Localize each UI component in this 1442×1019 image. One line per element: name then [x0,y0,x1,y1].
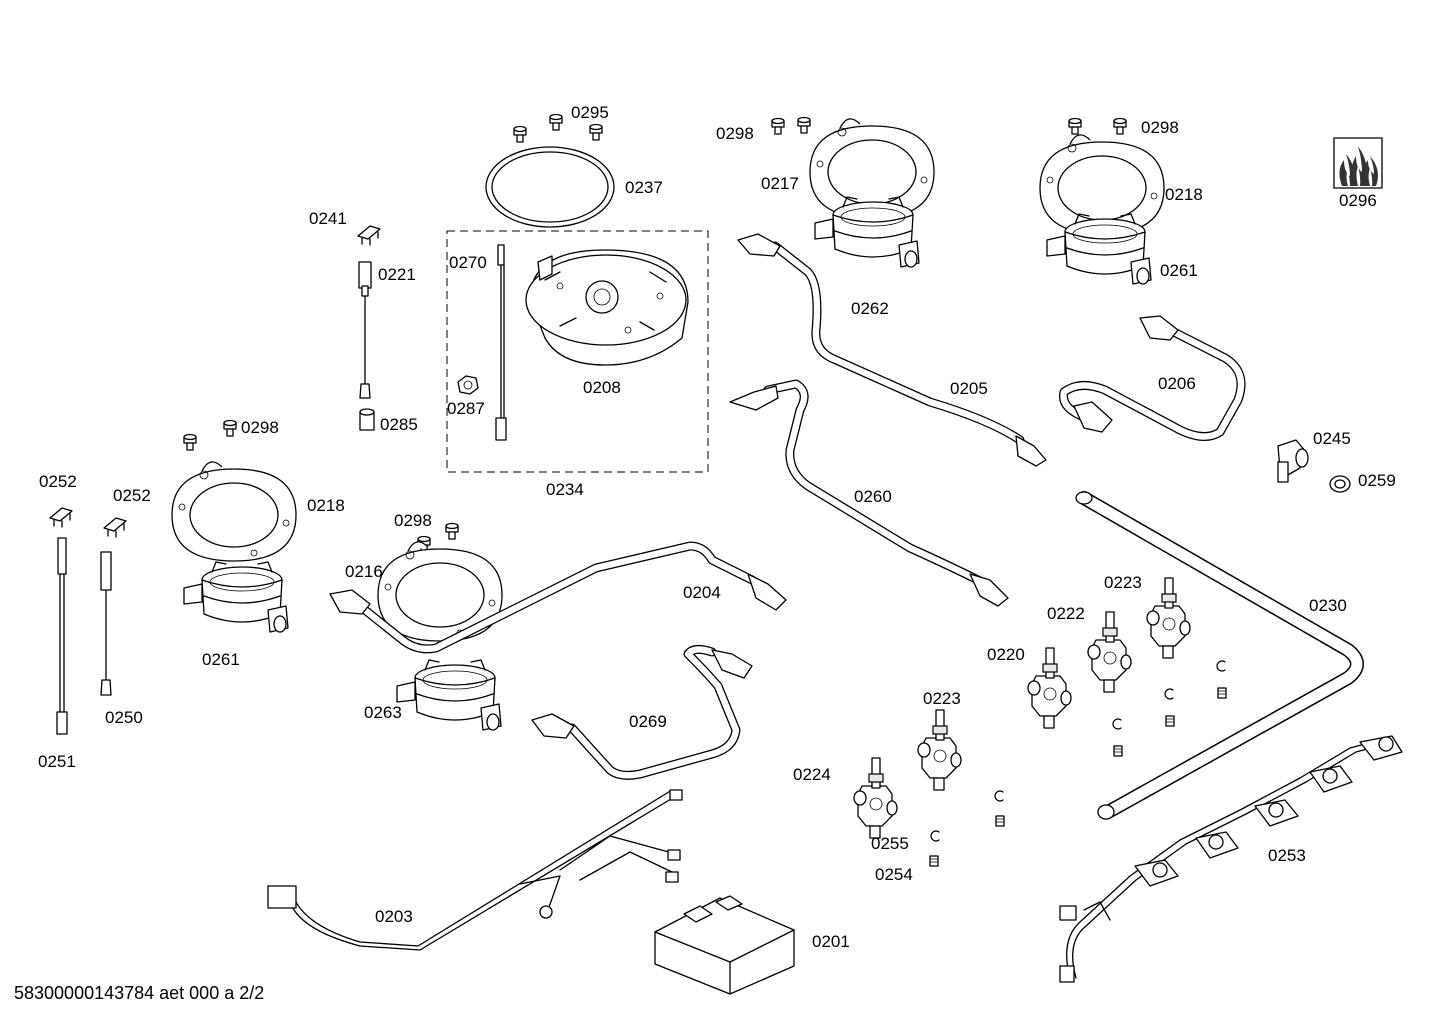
elbow-fitting-0245 [1277,439,1309,483]
label-0221: 0221 [378,265,416,284]
spring-0254 [929,855,939,867]
burner-base-0208 [525,249,689,366]
label-0203: 0203 [375,907,413,926]
wiring-harness-0203 [267,789,683,951]
screw-0295-b [549,113,563,131]
label-0254: 0254 [875,865,913,884]
label-0222: 0222 [1047,604,1085,623]
label-0270: 0270 [449,253,487,272]
ignition-electrode-0250 [100,551,112,696]
label-0218-left: 0218 [307,496,345,515]
label-0298-top-right: 0298 [1141,118,1179,137]
label-0208: 0208 [583,378,621,397]
label-0204: 0204 [683,583,721,602]
label-0216: 0216 [345,562,383,581]
gas-valve-0223-lower [917,709,962,791]
clip-0241 [357,225,381,246]
label-0217: 0217 [761,174,799,193]
label-0201: 0201 [812,932,850,951]
gas-valve-0224 [853,757,898,839]
burner-cup-0261-left [183,561,289,633]
label-0245: 0245 [1313,429,1351,448]
circlip-b [1164,688,1174,700]
label-0220: 0220 [987,645,1025,664]
gas-pipe-0204 [329,541,787,654]
label-0223-upper: 0223 [1104,573,1142,592]
washer-0259 [1329,475,1351,493]
circlip-c [1112,718,1122,730]
spring-a [1217,687,1227,699]
label-0287: 0287 [447,399,485,418]
label-0218-right: 0218 [1165,185,1203,204]
label-0205: 0205 [950,379,988,398]
gas-valve-0223-upper [1146,577,1191,659]
label-0263: 0263 [364,703,402,722]
thermocouple-0270 [495,244,507,441]
screw-0298-a [771,117,785,135]
label-0261-right: 0261 [1160,261,1198,280]
screw-0298-b [797,116,811,134]
screw-0298-f [223,419,237,437]
label-0223-lower: 0223 [923,689,961,708]
label-0206: 0206 [1158,374,1196,393]
label-0295: 0295 [571,103,609,122]
label-0253: 0253 [1268,846,1306,865]
label-0237: 0237 [625,178,663,197]
ignition-electrode-0221 [358,261,372,399]
circlip-0255 [930,830,940,842]
label-0241: 0241 [309,209,347,228]
label-0234: 0234 [546,480,584,499]
ignition-harness-0253 [1059,735,1403,983]
gasket-0218-left [171,461,297,562]
label-0250: 0250 [105,708,143,727]
circlip-d [994,790,1004,802]
label-0285: 0285 [380,415,418,434]
label-0230: 0230 [1309,596,1347,615]
clip-0252-a [49,507,73,528]
spring-b [1165,715,1175,727]
electronic-housing-0201 [654,895,795,995]
gas-valve-0222 [1087,611,1132,693]
gas-pipe-0260 [729,379,1009,607]
label-0259: 0259 [1358,471,1396,490]
circlip-a [1216,660,1226,672]
gas-rail-0230 [1075,491,1364,820]
screw-0298-d [1113,117,1127,135]
gas-valve-0220 [1027,647,1072,729]
burner-cup-0263 [396,659,502,731]
gas-pipe-0206 [1058,315,1246,441]
label-0298-left: 0298 [241,418,279,437]
screw-0298-h [445,522,459,540]
gas-pipe-0269 [531,644,753,780]
label-0251: 0251 [38,752,76,771]
label-0260: 0260 [854,487,892,506]
screw-0298-e [183,433,197,451]
label-0261-left: 0261 [202,650,240,669]
label-0296: 0296 [1339,191,1377,210]
label-0269: 0269 [629,712,667,731]
screw-0295-a [513,125,527,143]
label-0252-a: 0252 [39,472,77,491]
clip-0252-b [103,517,127,538]
ignition-electrode-0251 [56,537,68,735]
document-reference: 58300000143784 aet 000 a 2/2 [14,983,265,1003]
spring-c [1113,745,1123,757]
label-0252-b: 0252 [113,486,151,505]
screw-0295-c [589,123,603,141]
label-0262: 0262 [851,299,889,318]
flame-badge-0296 [1333,137,1383,189]
label-0298-middle: 0298 [394,511,432,530]
label-0255: 0255 [871,834,909,853]
label-0298-top-center: 0298 [716,124,754,143]
screw-0298-c [1068,117,1082,135]
label-0224: 0224 [793,765,831,784]
nut-0287 [457,375,479,395]
sleeve-0285 [359,408,375,431]
assembly-box-0234 [446,230,709,473]
gas-pipe-0205 [737,233,1047,467]
spring-d [995,815,1005,827]
